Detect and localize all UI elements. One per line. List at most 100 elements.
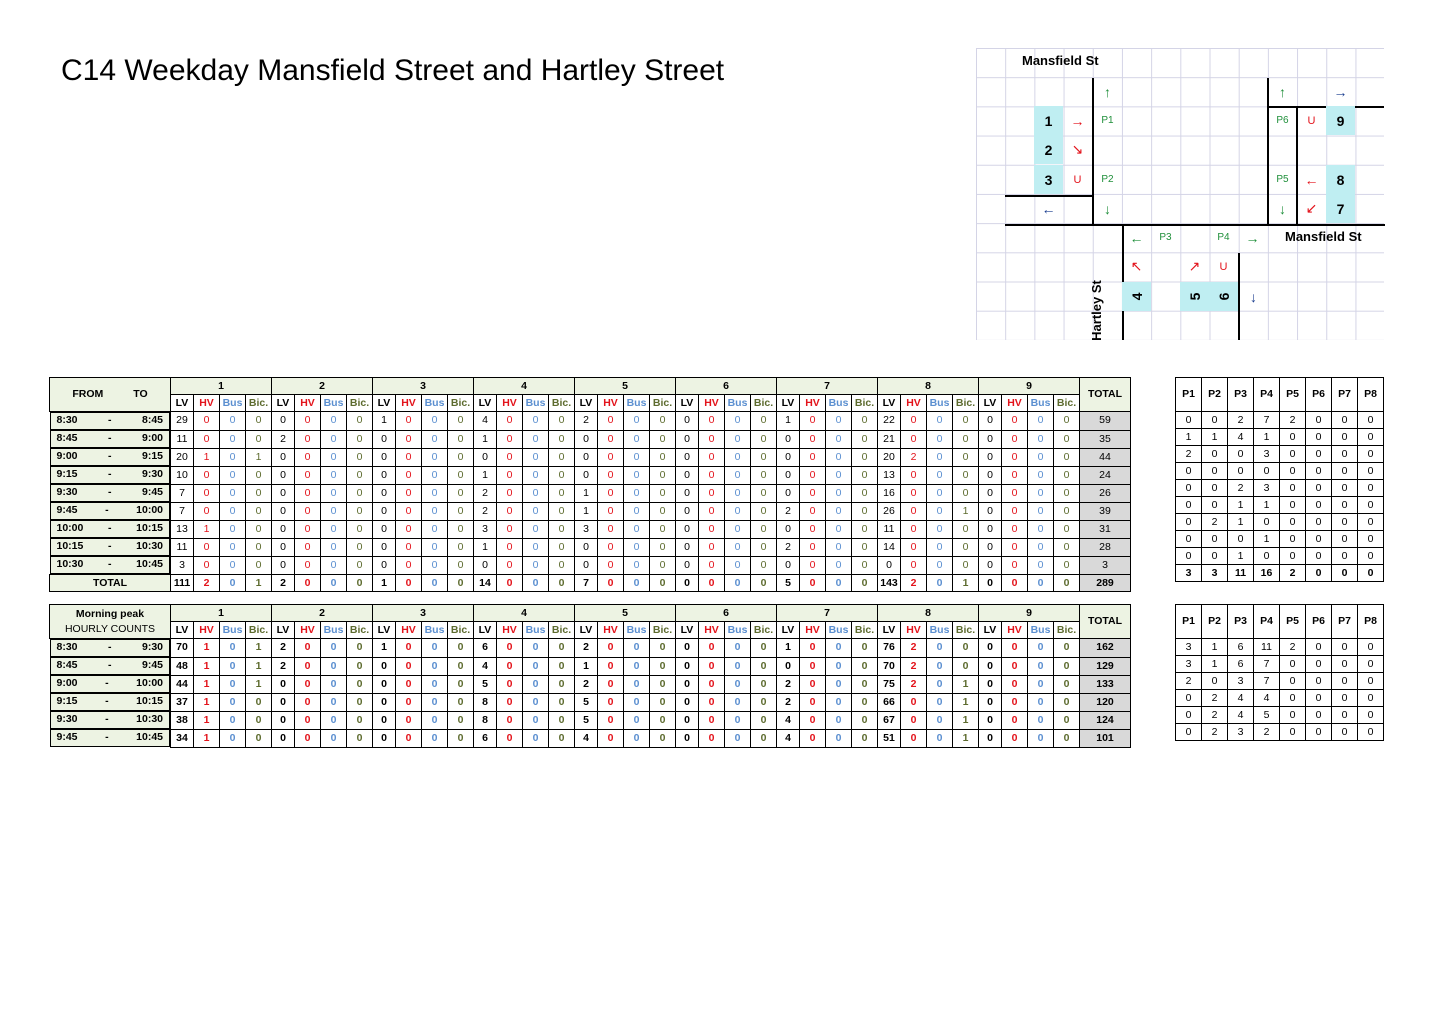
count-cell: 0 <box>421 519 448 539</box>
count-cell: 0 <box>649 537 676 557</box>
time-to: 10:00 <box>136 504 163 516</box>
subheader-lv: LV <box>372 621 396 639</box>
count-cell: 0 <box>799 638 826 658</box>
count-cell: 0 <box>496 447 523 467</box>
count-cell: 0 <box>346 555 373 575</box>
count-cell: 0 <box>675 710 699 730</box>
count-cell: 0 <box>724 483 751 503</box>
time-dash: - <box>105 713 109 725</box>
count-cell: 70 <box>170 638 194 658</box>
ped-count: 1 <box>1227 513 1254 531</box>
ped-header-p7: P7 <box>1331 604 1358 639</box>
count-cell: 0 <box>346 465 373 485</box>
row-total: 3 <box>1079 555 1131 575</box>
count-cell: 0 <box>724 537 751 557</box>
total-cell: 5 <box>776 574 800 592</box>
count-cell: 0 <box>799 411 826 431</box>
total-cell: 0 <box>447 574 474 592</box>
ped-count: 0 <box>1279 689 1306 707</box>
total-cell: 0 <box>724 574 751 592</box>
total-cell: 0 <box>294 574 321 592</box>
count-cell: 0 <box>245 483 272 503</box>
count-cell: 0 <box>496 411 523 431</box>
ped-count: 0 <box>1357 655 1384 673</box>
row-total: 44 <box>1079 447 1131 467</box>
count-cell: 0 <box>926 728 953 748</box>
time-to: 10:30 <box>136 540 163 552</box>
count-cell: 0 <box>522 656 549 676</box>
arrow-up-right-icon: ↗ <box>1188 258 1201 274</box>
arrow-left-icon: ← <box>1041 200 1056 217</box>
count-cell: 0 <box>851 411 878 431</box>
count-cell: 0 <box>271 465 295 485</box>
count-cell: 6 <box>473 728 497 748</box>
ped-header-p5: P5 <box>1279 604 1306 639</box>
ped-count: 11 <box>1253 638 1280 656</box>
time-dash: - <box>108 522 112 534</box>
road-line <box>1005 195 1093 197</box>
count-cell: 0 <box>900 692 927 712</box>
count-cell: 0 <box>395 674 422 694</box>
ped-header-p4: P4 <box>1253 604 1280 639</box>
count-cell: 1 <box>193 519 220 539</box>
count-cell: 0 <box>372 465 396 485</box>
count-cell: 1 <box>245 674 272 694</box>
count-cell: 0 <box>825 674 852 694</box>
ped-count: 0 <box>1331 462 1358 480</box>
ped-count: 0 <box>1201 672 1228 690</box>
count-cell: 0 <box>548 519 575 539</box>
count-cell: 0 <box>1053 537 1080 557</box>
time-range: 9:30-10:30 <box>49 711 170 729</box>
count-cell: 1 <box>952 728 979 748</box>
ped-total: 3 <box>1201 564 1228 582</box>
subheader-bic: Bic. <box>548 394 575 412</box>
time-to: 10:15 <box>136 695 163 707</box>
count-cell: 0 <box>496 555 523 575</box>
subheader-bic: Bic. <box>851 394 878 412</box>
ped-total: 0 <box>1331 564 1358 582</box>
count-cell: 0 <box>447 501 474 521</box>
ped-count: 0 <box>1357 672 1384 690</box>
movement-group-8: 8 <box>877 377 979 395</box>
count-cell: 0 <box>978 501 1002 521</box>
subheader-lv: LV <box>473 394 497 412</box>
count-cell: 13 <box>877 465 901 485</box>
subheader-lv: LV <box>776 621 800 639</box>
count-cell: 1 <box>574 501 598 521</box>
count-cell: 0 <box>750 710 777 730</box>
count-cell: 0 <box>900 728 927 748</box>
count-cell: 0 <box>698 537 725 557</box>
count-cell: 0 <box>219 537 246 557</box>
count-cell: 0 <box>522 710 549 730</box>
road-line <box>1005 224 1385 226</box>
count-cell: 0 <box>597 447 624 467</box>
count-cell: 0 <box>245 555 272 575</box>
count-cell: 0 <box>496 465 523 485</box>
ped-count: 3 <box>1227 672 1254 690</box>
total-cell: 0 <box>799 574 826 592</box>
count-cell: 0 <box>271 692 295 712</box>
road-line <box>1238 253 1240 340</box>
count-cell: 0 <box>1027 537 1054 557</box>
count-cell: 75 <box>877 674 901 694</box>
subheader-bic: Bic. <box>649 621 676 639</box>
subheader-bus: Bus <box>1027 621 1054 639</box>
subheader-bus: Bus <box>926 621 953 639</box>
ped-count: 0 <box>1357 547 1384 565</box>
grand-total: 289 <box>1079 574 1131 592</box>
ped-count: 0 <box>1331 655 1358 673</box>
count-cell: 0 <box>623 638 650 658</box>
total-cell: 0 <box>320 574 347 592</box>
subheader-lv: LV <box>877 394 901 412</box>
time-range: 8:30-8:45 <box>49 412 170 430</box>
row-total: 162 <box>1079 638 1131 658</box>
count-cell: 0 <box>926 555 953 575</box>
time-to: 10:30 <box>136 713 163 725</box>
count-cell: 0 <box>421 537 448 557</box>
time-dash: - <box>108 659 112 671</box>
